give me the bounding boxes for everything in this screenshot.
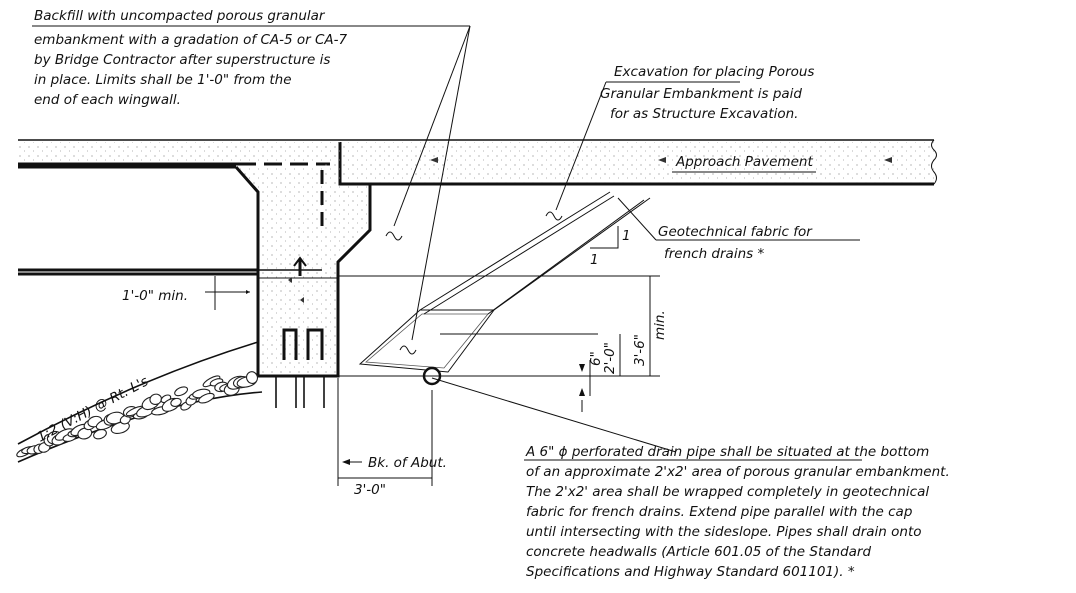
- backfill-note: Backfill with uncompacted porous granula…: [34, 8, 348, 108]
- backfill-marker-2: [545, 211, 563, 221]
- pile-left: [275, 328, 298, 408]
- drain-note-line: fabric for french drains. Extend pipe pa…: [526, 504, 912, 520]
- excavation-note-line: Granular Embankment is paid: [600, 86, 802, 102]
- abutment: [234, 142, 372, 408]
- dim-six-inch: 6": [588, 351, 604, 366]
- riprap-stone: [174, 386, 189, 397]
- riprap-stone: [110, 421, 130, 435]
- backfill-note-line: embankment with a gradation of CA-5 or C…: [34, 32, 348, 48]
- riprap-stone: [149, 393, 162, 406]
- drain-note-line: concrete headwalls (Article 601.05 of th…: [526, 544, 871, 560]
- drain-note-line: of an approximate 2'x2' area of porous g…: [526, 464, 950, 480]
- geotech-note-line: Geotechnical fabric for: [658, 224, 813, 240]
- dim-min: min.: [652, 310, 668, 340]
- slope-symbol: 1 1: [590, 226, 631, 268]
- excavation-note-line: for as Structure Excavation.: [610, 106, 798, 122]
- riprap-slope: [16, 341, 263, 463]
- drain-note-line: A 6" ϕ perforated drain pipe shall be si…: [525, 444, 929, 460]
- dimension-lines: [205, 275, 660, 486]
- drain-note-line: Specifications and Highway Standard 6011…: [526, 564, 855, 580]
- backfill-note-line: in place. Limits shall be 1'-0" from the: [34, 72, 292, 88]
- riprap-stone: [93, 429, 107, 440]
- geotechnical-fabric: [358, 191, 651, 373]
- leader-lines: [32, 25, 862, 461]
- geotech-note: Geotechnical fabric for french drains *: [658, 224, 813, 262]
- bridge-deck: [18, 142, 338, 276]
- drain-pipe-note: A 6" ϕ perforated drain pipe shall be si…: [525, 444, 950, 580]
- back-of-abutment-label: Bk. of Abut.: [368, 455, 447, 471]
- approach-pavement-label: Approach Pavement: [675, 154, 813, 170]
- backfill-marker-1: [385, 231, 403, 241]
- excavation-note: Excavation for placing Porous Granular E…: [600, 64, 814, 122]
- excavation-note-line: Excavation for placing Porous: [614, 64, 814, 80]
- riprap-stone: [245, 371, 259, 384]
- dim-two-foot: 2'-0": [602, 342, 618, 374]
- backfill-note-line: Backfill with uncompacted porous granula…: [34, 8, 326, 24]
- riprap-stone: [170, 397, 182, 407]
- slope-run-label: 1: [590, 252, 599, 268]
- riprap-stone: [77, 427, 93, 440]
- slope-rise-label: 1: [622, 228, 631, 244]
- drain-note-line: until intersecting with the sideslope. P…: [526, 524, 922, 540]
- riprap-stones: [16, 371, 259, 458]
- dim-three-foot: 3'-0": [354, 482, 386, 498]
- riprap-stone: [119, 414, 131, 425]
- dim-one-foot-min: 1'-0" min.: [122, 288, 188, 304]
- riprap-stone: [198, 392, 215, 404]
- drain-note-line: The 2'x2' area shall be wrapped complete…: [526, 484, 929, 500]
- dim-three-six: 3'-6": [632, 334, 648, 366]
- backfill-marker-3: [399, 345, 417, 355]
- backfill-note-line: by Bridge Contractor after superstructur…: [34, 52, 330, 68]
- pile-right: [303, 328, 325, 408]
- geotech-note-line: french drains *: [664, 246, 764, 262]
- backfill-note-line: end of each wingwall.: [34, 92, 181, 108]
